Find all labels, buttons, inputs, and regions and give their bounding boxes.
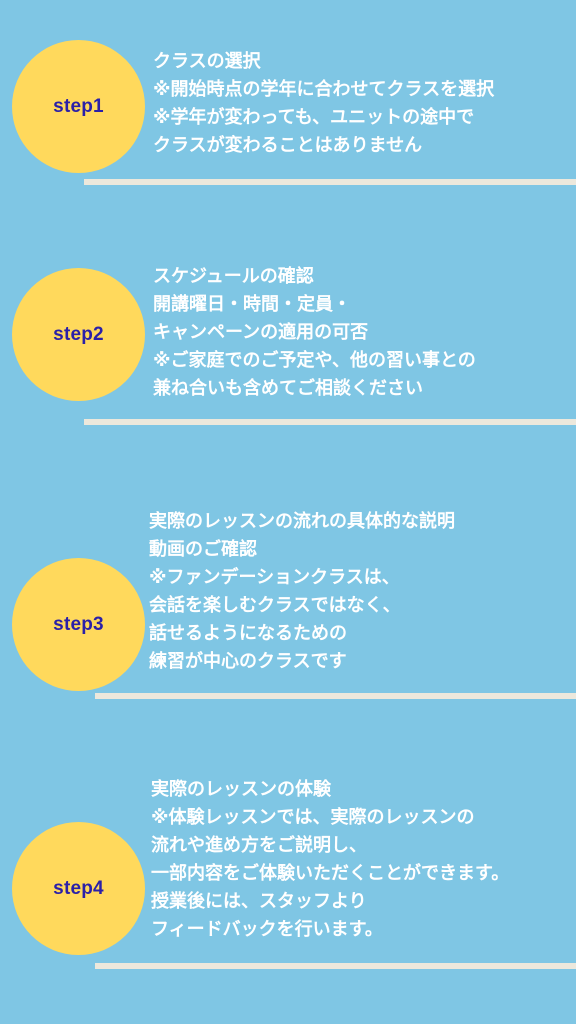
step-1-badge-label: step1 bbox=[53, 95, 104, 117]
step-2-divider bbox=[84, 419, 576, 425]
step-1-line: ※学年が変わっても、ユニットの途中で bbox=[153, 107, 475, 128]
step-2-line: 開講曜日・時間・定員・ bbox=[153, 294, 351, 315]
step-3-badge-label: step3 bbox=[53, 613, 104, 635]
step-4-line: 授業後には、スタッフより bbox=[151, 891, 367, 912]
step-3-section: step3 実際のレッスンの流れの具体的な説明 動画のご確認 ※ファンデーション… bbox=[12, 508, 576, 699]
step-4-line: 流れや進め方をご説明し、 bbox=[151, 835, 367, 856]
step-3-line: 会話を楽しむクラスではなく、 bbox=[149, 595, 401, 616]
step-1-line: ※開始時点の学年に合わせてクラスを選択 bbox=[153, 79, 495, 100]
step-2-badge-label: step2 bbox=[53, 323, 104, 345]
step-3-line: 練習が中心のクラスです bbox=[149, 651, 347, 672]
step-2-line: スケジュールの確認 bbox=[153, 266, 314, 287]
step-3-line: 実際のレッスンの流れの具体的な説明 bbox=[149, 511, 455, 532]
step-4-line: 実際のレッスンの体験 bbox=[151, 779, 331, 800]
step-1-divider bbox=[84, 179, 576, 185]
step-2-line: 兼ね合いも含めてご相談ください bbox=[153, 378, 423, 399]
step-3-line: ※ファンデーションクラスは、 bbox=[149, 567, 400, 588]
step-4-badge: step4 bbox=[12, 822, 145, 955]
step-4-line: 一部内容をご体験いただくことができます。 bbox=[151, 863, 510, 884]
step-4-section: step4 実際のレッスンの体験 ※体験レッスンでは、実際のレッスンの 流れや進… bbox=[12, 776, 576, 969]
step-4-line: ※体験レッスンでは、実際のレッスンの bbox=[151, 807, 475, 828]
step-2-line: ※ご家庭でのご予定や、他の習い事との bbox=[153, 350, 476, 371]
step-2-description: スケジュールの確認 開講曜日・時間・定員・ キャンペーンの適用の可否 ※ご家庭で… bbox=[153, 263, 476, 403]
step-3-description: 実際のレッスンの流れの具体的な説明 動画のご確認 ※ファンデーションクラスは、 … bbox=[149, 508, 455, 676]
step-1-description: クラスの選択 ※開始時点の学年に合わせてクラスを選択 ※学年が変わっても、ユニッ… bbox=[153, 48, 494, 160]
step-3-badge: step3 bbox=[12, 558, 145, 691]
step-1-badge: step1 bbox=[12, 40, 145, 173]
step-2-line: キャンペーンの適用の可否 bbox=[153, 322, 369, 343]
step-1-section: step1 クラスの選択 ※開始時点の学年に合わせてクラスを選択 ※学年が変わっ… bbox=[0, 0, 576, 200]
step-3-divider bbox=[95, 693, 576, 699]
step-3-line: 話せるようになるための bbox=[149, 623, 347, 644]
step-3-line: 動画のご確認 bbox=[149, 539, 257, 560]
step-1-line: クラスが変わることはありません bbox=[153, 135, 423, 156]
step-2-badge: step2 bbox=[12, 268, 145, 401]
step-4-badge-label: step4 bbox=[53, 877, 104, 899]
step-2-section: step2 スケジュールの確認 開講曜日・時間・定員・ キャンペーンの適用の可否… bbox=[0, 0, 576, 440]
step-4-divider bbox=[95, 963, 576, 969]
step-4-line: フィードバックを行います。 bbox=[151, 919, 383, 940]
step-4-description: 実際のレッスンの体験 ※体験レッスンでは、実際のレッスンの 流れや進め方をご説明… bbox=[151, 776, 509, 944]
step-1-line: クラスの選択 bbox=[153, 51, 261, 72]
